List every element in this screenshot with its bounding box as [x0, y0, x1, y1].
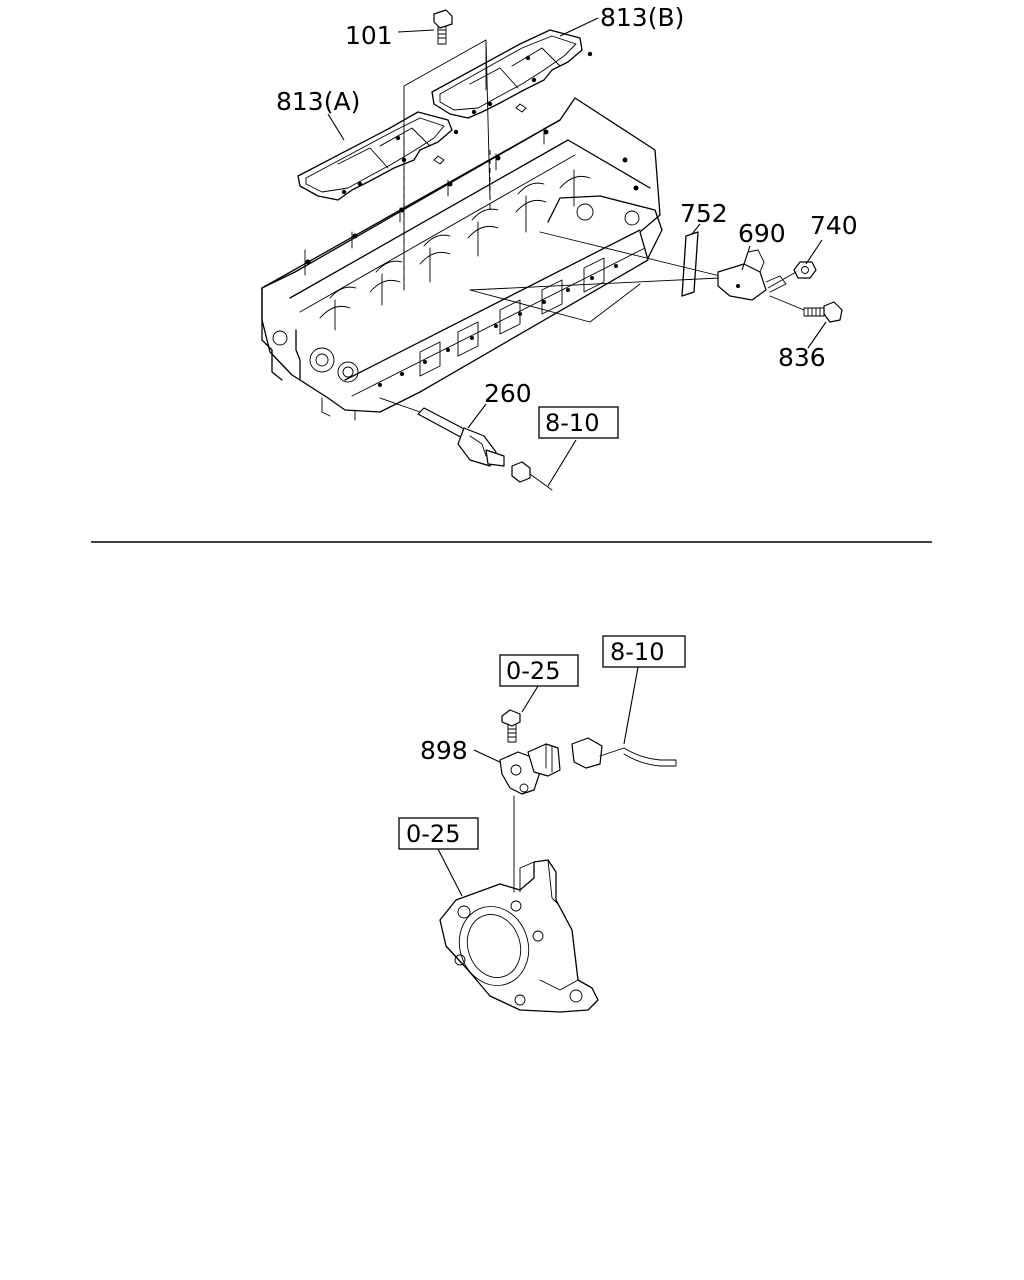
reference-label-8-10-bottom: 8-10: [610, 638, 664, 666]
callout-260: 260: [484, 379, 532, 408]
leader-752: [691, 223, 701, 235]
gasket-813b-illustration: [431, 29, 593, 119]
gasket-752-illustration: [681, 231, 699, 297]
callout-813a: 813(A): [276, 87, 360, 116]
leader-0-25-upper: [521, 685, 539, 713]
sensor-690-guide-line: [469, 231, 721, 323]
reference-box-0-25-upper: 0-25: [499, 654, 579, 687]
leader-740: [805, 239, 823, 265]
leader-813b: [559, 17, 599, 37]
leader-0-25-lower: [437, 848, 463, 897]
callout-101: 101: [345, 21, 393, 50]
callout-898: 898: [420, 736, 468, 765]
sensor-690-illustration: [717, 249, 787, 301]
exhaust-housing-illustration: [439, 859, 599, 1013]
callout-836: 836: [778, 343, 826, 372]
callout-752: 752: [680, 199, 728, 228]
leader-101: [397, 29, 435, 33]
callout-690: 690: [738, 219, 786, 248]
upper-diagram: 101 813(B) 813(A) 752 690 740 836 260 8-…: [261, 3, 858, 491]
reference-label-8-10-top: 8-10: [545, 409, 599, 437]
reference-box-8-10-bottom: 8-10: [602, 635, 686, 668]
reference-label-0-25-upper: 0-25: [506, 657, 560, 685]
leader-813a: [327, 113, 345, 141]
reference-box-8-10-top: 8-10: [538, 406, 619, 439]
connector-8-10-bottom-illustration: [571, 737, 677, 769]
bolt-101-illustration: [433, 9, 453, 45]
callout-813b: 813(B): [600, 3, 684, 32]
bolt-lower-illustration: [501, 709, 521, 743]
leader-8-10-top: [547, 439, 577, 487]
lower-diagram: 0-25 8-10 0-25 898: [398, 635, 686, 1013]
bolt-836-illustration: [769, 295, 843, 323]
reference-label-0-25-lower: 0-25: [406, 820, 460, 848]
leader-836: [807, 321, 827, 349]
connector-8-10-top-illustration: [511, 461, 553, 491]
sensor-260-illustration: [379, 397, 505, 467]
bolt-101-hidden-line: [403, 140, 491, 290]
leader-260: [467, 403, 487, 429]
nut-740-illustration: [767, 261, 817, 289]
sensor-898-illustration: [499, 743, 561, 795]
reference-box-0-25-lower: 0-25: [398, 817, 479, 850]
bolt-101-guide-line: [403, 39, 491, 291]
gasket-813a-illustration: [297, 111, 459, 201]
leader-8-10-bottom: [623, 666, 639, 745]
callout-740: 740: [810, 211, 858, 240]
cylinder-head-illustration: [261, 97, 663, 421]
leader-690: [741, 245, 751, 271]
leader-898: [473, 749, 505, 765]
